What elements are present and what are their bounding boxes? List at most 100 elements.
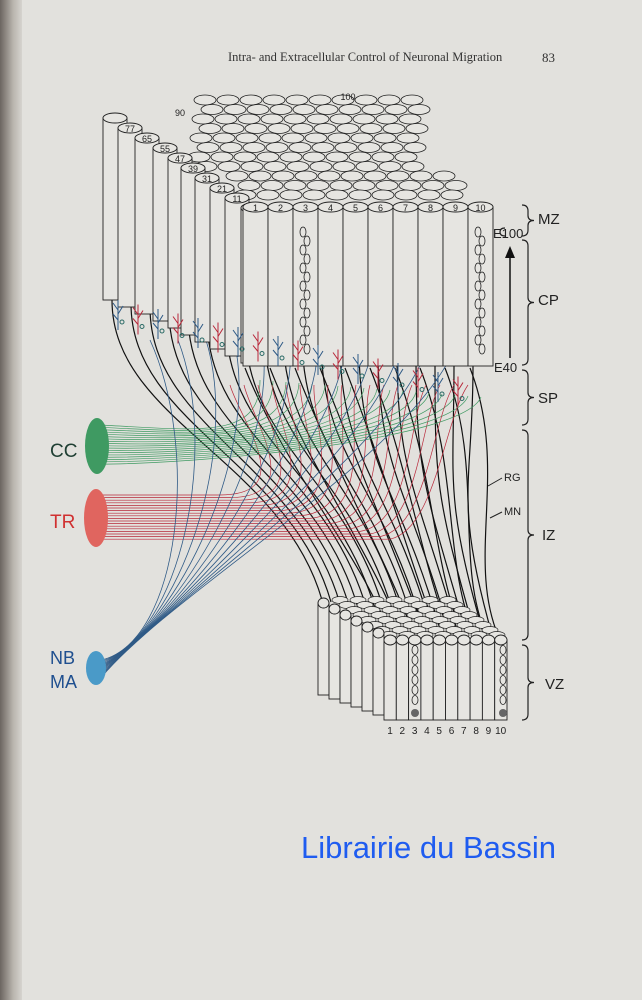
vz-cell xyxy=(499,645,507,655)
radial-fiber xyxy=(187,313,359,609)
column-top xyxy=(306,180,330,191)
column-top xyxy=(189,132,213,144)
column-top xyxy=(237,113,261,125)
column-top xyxy=(225,170,249,182)
column-top xyxy=(214,113,238,125)
column-top xyxy=(440,189,464,201)
vz-cell xyxy=(499,655,507,665)
dendrite-tree xyxy=(132,304,144,335)
vz-cell xyxy=(411,665,419,675)
vz-front-column-top xyxy=(469,634,483,646)
column-top xyxy=(302,189,326,201)
column-top xyxy=(363,170,387,182)
column-top xyxy=(311,142,335,153)
vz-front-column xyxy=(420,639,434,721)
zone-brace xyxy=(521,369,535,426)
column-top xyxy=(271,170,295,182)
column-top xyxy=(334,142,358,153)
migrating-neuron xyxy=(303,271,311,283)
dendrite-tree xyxy=(452,376,464,407)
migrating-neuron xyxy=(299,316,307,328)
dendrite-node xyxy=(399,382,405,388)
cc-fiber xyxy=(99,394,456,460)
column-top xyxy=(219,142,243,153)
column-top xyxy=(378,161,402,172)
migrating-neuron xyxy=(303,307,311,319)
column-top xyxy=(283,180,307,191)
migrating-neuron xyxy=(474,226,482,238)
nbma-source xyxy=(86,651,106,685)
tr-fiber xyxy=(100,384,344,517)
tr-fiber xyxy=(100,384,427,532)
column-number: 47 xyxy=(175,154,185,164)
dendrite-node xyxy=(279,355,285,361)
column-top xyxy=(403,142,427,153)
dendrite-node xyxy=(439,391,445,397)
dendrite-tree xyxy=(192,318,204,348)
column-top xyxy=(401,161,425,172)
migrating-neuron xyxy=(474,316,482,328)
column-top xyxy=(256,189,280,201)
migrating-neuron xyxy=(299,262,307,274)
tr-fiber xyxy=(100,384,399,527)
column-top xyxy=(260,113,284,125)
vz-front-column xyxy=(457,639,471,721)
dendrite-node xyxy=(339,369,345,374)
column-top xyxy=(354,94,378,106)
migrating-neuron xyxy=(478,343,486,355)
migrating-neuron xyxy=(299,226,307,238)
column-top xyxy=(279,151,303,163)
cc-fiber xyxy=(99,384,326,439)
column-number: 10 xyxy=(475,203,485,213)
zone-label-cp: CP xyxy=(538,292,559,309)
tr-fiber xyxy=(100,384,371,522)
column-top xyxy=(398,180,422,191)
vz-cell xyxy=(499,685,507,695)
column-top xyxy=(375,180,399,191)
back-column-top xyxy=(152,142,178,154)
radial-fiber xyxy=(469,367,501,641)
column-top xyxy=(223,104,247,115)
vz-front-column-top xyxy=(432,634,446,646)
column-number: 4 xyxy=(328,203,333,213)
migrating-neuron xyxy=(474,244,482,256)
column-top xyxy=(286,161,310,172)
column-top xyxy=(262,94,286,106)
column-top xyxy=(325,189,349,201)
cc-fiber xyxy=(99,395,469,463)
dendrite-node xyxy=(379,378,385,383)
vz-cell xyxy=(499,665,507,675)
zone-label-sp: SP xyxy=(538,390,558,407)
vz-back-column xyxy=(372,632,385,716)
arrow-head-icon xyxy=(505,246,515,258)
front-column xyxy=(467,206,494,367)
column-top xyxy=(294,170,318,182)
migrating-neuron xyxy=(478,325,486,337)
vz-column-number: 8 xyxy=(473,726,479,737)
back-column-top xyxy=(180,162,206,174)
vz-back-column-top xyxy=(361,621,374,633)
column-top xyxy=(217,161,241,172)
column-top xyxy=(348,189,372,201)
column-top xyxy=(237,180,261,191)
column-number: 77 xyxy=(125,124,135,134)
column-top xyxy=(317,170,341,182)
zone-braces xyxy=(499,204,535,721)
vz-front-column xyxy=(445,639,459,721)
column-top xyxy=(304,132,328,144)
front-column xyxy=(342,206,369,367)
dendrite-tree xyxy=(312,345,324,375)
column-top xyxy=(191,113,215,125)
vz-back-column-top xyxy=(328,603,341,615)
column-top xyxy=(242,142,266,153)
vz-front-column xyxy=(481,639,496,721)
book-gutter xyxy=(0,0,22,1000)
dendrite-node xyxy=(159,328,165,334)
dendrite-tree xyxy=(292,340,304,371)
vz-column-number: 9 xyxy=(486,726,492,737)
migrating-neuron xyxy=(474,298,482,310)
radial-fiber xyxy=(168,310,350,607)
time-label-e100: E100 xyxy=(493,226,523,241)
vz-front-column-top xyxy=(481,634,496,646)
